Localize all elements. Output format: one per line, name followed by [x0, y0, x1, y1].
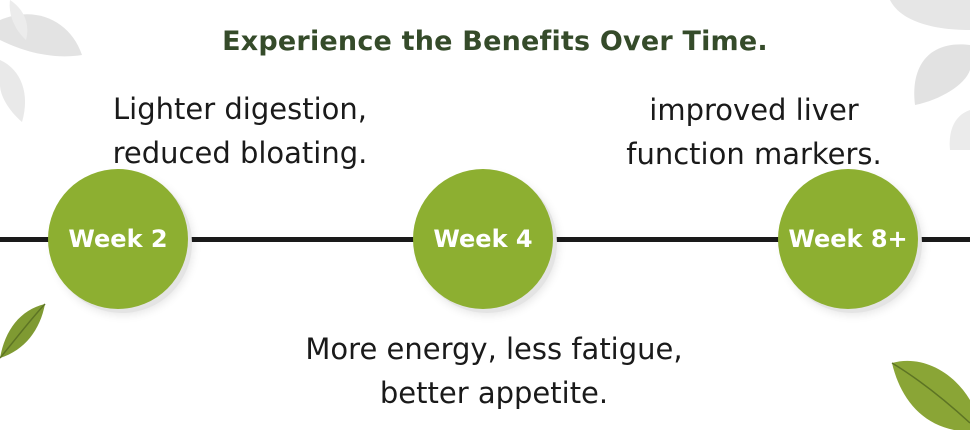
milestone-label: Week 8+ [788, 225, 908, 253]
milestone-label: Week 2 [68, 225, 168, 253]
milestone-node-week-8-plus: Week 8+ [778, 169, 918, 309]
benefit-line: More energy, less fatigue, [305, 332, 683, 366]
benefit-line: better appetite. [379, 376, 609, 410]
milestone-benefit-week-8-plus: improved liver function markers. [626, 88, 881, 176]
milestone-benefit-week-4: More energy, less fatigue, better appeti… [305, 327, 682, 415]
milestone-label: Week 4 [433, 225, 533, 253]
leaf-icon [0, 300, 50, 360]
page-title: Experience the Benefits Over Time. [222, 26, 768, 57]
benefit-line: reduced bloating. [112, 136, 368, 170]
benefit-line: improved liver [649, 93, 859, 127]
milestone-node-week-2: Week 2 [48, 169, 188, 309]
leaf-icon [890, 355, 970, 430]
milestone-benefit-week-2: Lighter digestion, reduced bloating. [113, 87, 368, 175]
milestone-node-week-4: Week 4 [413, 169, 553, 309]
leaf-icon [0, 0, 95, 125]
benefit-line: function markers. [626, 137, 882, 171]
benefit-line: Lighter digestion, [113, 92, 367, 126]
